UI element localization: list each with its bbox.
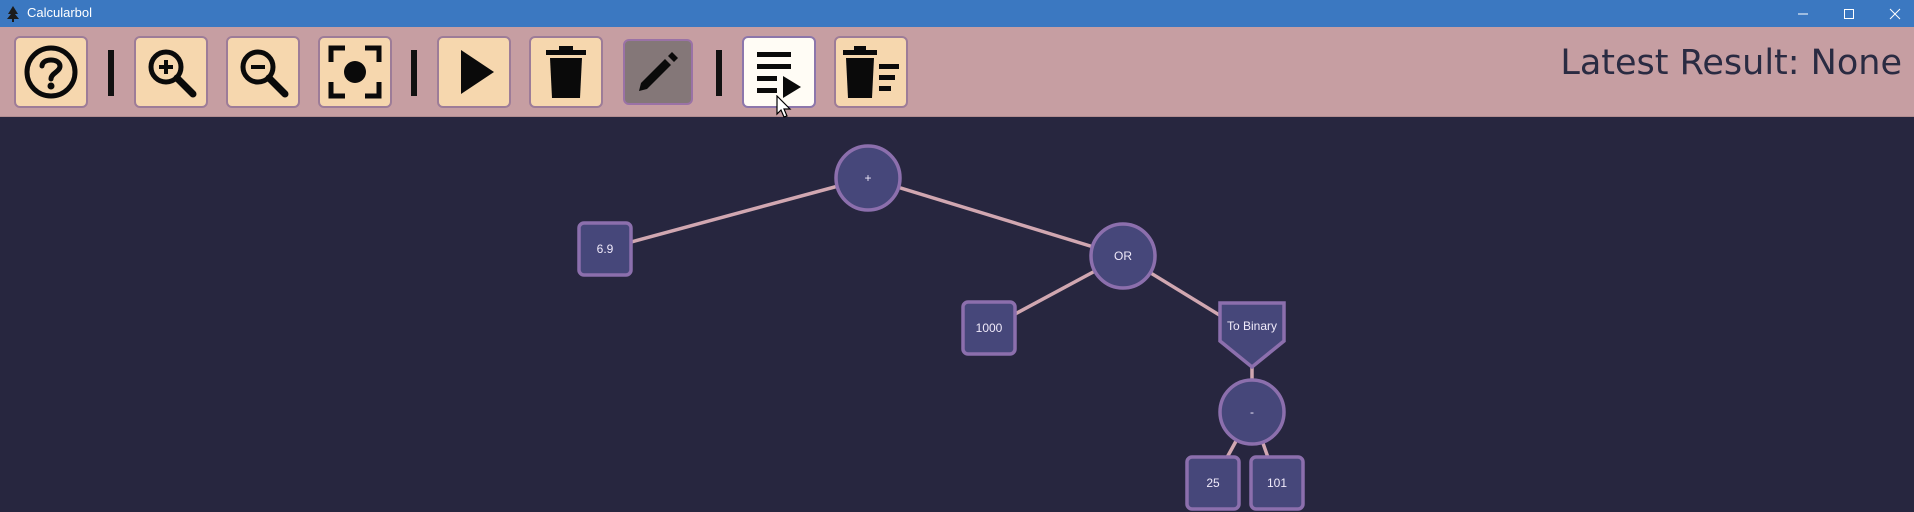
run-steps-button[interactable] [742, 36, 816, 108]
mouse-cursor-icon [776, 95, 792, 118]
tree-node-n25[interactable]: 25 [1185, 455, 1241, 511]
tree-node-shape [577, 221, 633, 277]
tree-node-tobinary[interactable]: To Binary [1218, 301, 1286, 370]
tree-node-label: To Binary [1227, 319, 1277, 333]
trash-list-icon [843, 46, 899, 98]
clear-all-button[interactable] [834, 36, 908, 108]
latest-result-label: Latest Result: None [1560, 43, 1902, 83]
tree-node-n69[interactable]: 6.9 [577, 221, 633, 277]
help-button[interactable] [14, 36, 88, 108]
toolbar-separator [108, 50, 114, 96]
play-icon [461, 50, 494, 94]
toolbar-separator [716, 50, 722, 96]
tree-node-minus[interactable]: - [1218, 378, 1286, 446]
tree-node-n1000[interactable]: 1000 [961, 300, 1017, 356]
edit-button[interactable] [623, 39, 693, 105]
tree-node-shape [1249, 455, 1305, 511]
toolbar: Latest Result: None [0, 27, 1914, 117]
trash-icon [546, 46, 586, 98]
tree-node-label: - [1250, 405, 1254, 419]
tree-node-shape [1218, 378, 1286, 446]
tree-edge [604, 176, 869, 251]
tree-node-shape [1089, 222, 1157, 290]
zoom-out-icon [240, 49, 289, 98]
tree-node-label: 1000 [976, 321, 1003, 335]
tree-node-shape [834, 144, 902, 212]
zoom-out-button[interactable] [226, 36, 300, 108]
zoom-in-button[interactable] [134, 36, 208, 108]
close-button[interactable] [1872, 0, 1914, 27]
run-button[interactable] [437, 36, 511, 108]
maximize-icon [1844, 8, 1854, 19]
question-circle-icon [24, 45, 78, 99]
window-title: Calcularbol [27, 5, 93, 20]
tree-node-label: + [864, 171, 871, 185]
tree-edge [867, 176, 1124, 258]
tree-node-n101[interactable]: 101 [1249, 455, 1305, 511]
zoom-in-icon [148, 49, 197, 98]
tree-node-shape [1218, 301, 1286, 370]
title-bar: Calcularbol [0, 0, 1914, 27]
toolbar-separator [411, 50, 417, 96]
tree-node-label: OR [1114, 249, 1132, 263]
tree-node-or[interactable]: OR [1089, 222, 1157, 290]
minimize-icon [1798, 13, 1808, 14]
delete-button[interactable] [529, 36, 603, 108]
tree-node-shape [961, 300, 1017, 356]
tree-node-label: 6.9 [597, 242, 614, 256]
edges-layer [604, 176, 1279, 484]
pencil-icon [639, 52, 678, 91]
center-view-button[interactable] [318, 36, 392, 108]
tree-node-label: 101 [1267, 476, 1287, 490]
maximize-button[interactable] [1826, 0, 1872, 27]
tree-node-label: 25 [1206, 476, 1220, 490]
focus-center-icon [328, 45, 382, 99]
tree-node-plus[interactable]: + [834, 144, 902, 212]
tree-node-shape [1185, 455, 1241, 511]
list-play-icon [757, 52, 801, 98]
minimize-button[interactable] [1780, 0, 1826, 27]
tree-app-icon [7, 6, 19, 22]
close-icon [1889, 8, 1901, 19]
